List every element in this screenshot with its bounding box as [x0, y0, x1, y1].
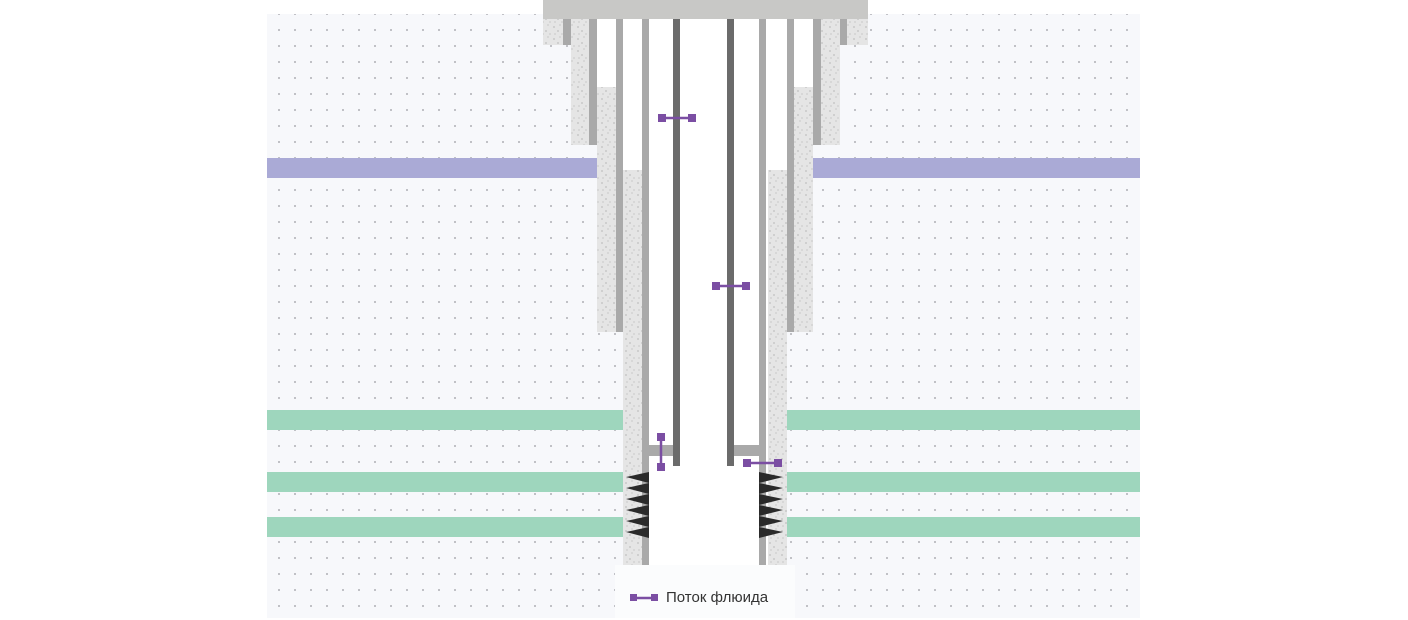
perforations-right: [759, 472, 783, 538]
legend-label: Поток флюида: [666, 589, 769, 606]
sump: [615, 565, 795, 618]
tubing: [673, 19, 734, 466]
cement: [543, 19, 868, 565]
fluid-flow-marker-icon: [657, 433, 665, 471]
fluid-flow-marker-icon: [658, 114, 696, 122]
packer-right: [734, 445, 759, 456]
legend: Поток флюида: [630, 589, 768, 606]
oil-layers: [267, 410, 1140, 537]
gas-layer: [267, 158, 1140, 178]
wellhead-cap: [543, 0, 868, 19]
fluid-flow-marker-icon: [712, 282, 750, 290]
fluid-flow-marker-icon: [630, 593, 658, 601]
fluid-flow-marker-icon: [743, 459, 782, 467]
perforations-left: [626, 472, 649, 538]
